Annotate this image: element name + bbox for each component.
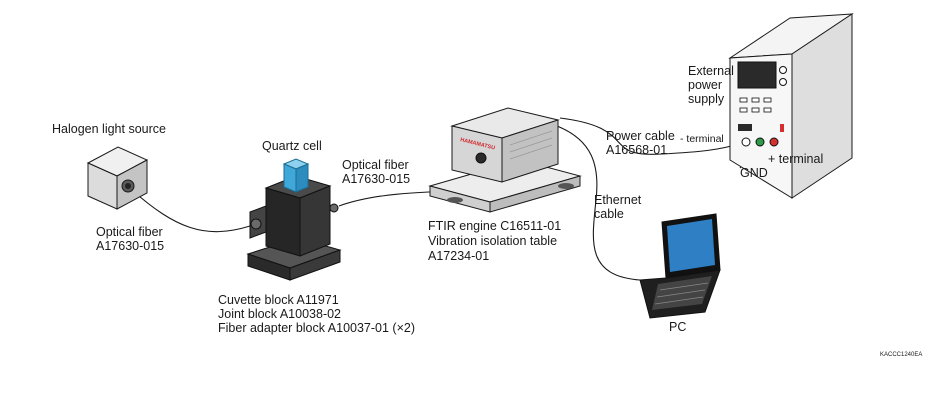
fiber-mid-label-line1: Optical fiber xyxy=(342,158,409,172)
ftir-label-line2: Vibration isolation table xyxy=(428,234,557,248)
power-supply-label-line1: External xyxy=(688,64,734,78)
cuvette-label-line1: Cuvette block A11971 xyxy=(218,293,339,307)
power-cable-line xyxy=(559,117,743,155)
gnd-label: GND xyxy=(740,166,768,180)
ethernet-label-line1: Ethernet xyxy=(594,193,642,207)
figure-code: KACCC1240EA xyxy=(880,352,922,358)
fiber-left-label-line2: A17630-015 xyxy=(96,239,164,253)
optical-fiber-cable-left xyxy=(131,189,251,233)
ftir-label-line3: A17234-01 xyxy=(428,249,489,263)
fiber-left-label-line1: Optical fiber xyxy=(96,225,163,239)
cuvette-label-line2: Joint block A10038-02 xyxy=(218,307,341,321)
cuvette-label-line3: Fiber adapter block A10037-01 (×2) xyxy=(218,321,415,335)
fiber-mid-label-line2: A17630-015 xyxy=(342,172,410,186)
halogen-light-source-device xyxy=(86,146,149,210)
power-supply-label-line3: supply xyxy=(688,92,725,106)
minus-terminal-label: - terminal xyxy=(680,133,724,145)
plus-terminal-label: + terminal xyxy=(768,152,823,166)
power-supply-label-line2: power xyxy=(688,78,722,92)
quartz-cell-device xyxy=(282,158,310,193)
quartz-label: Quartz cell xyxy=(262,139,322,153)
ftir-label-line1: FTIR engine C16511-01 xyxy=(428,219,561,233)
ftir-engine-device xyxy=(428,107,582,213)
pc-laptop-device xyxy=(639,213,721,319)
power-cable-label-line1: Power cable xyxy=(606,129,675,143)
power-supply-device xyxy=(728,13,854,199)
cuvette-block-device xyxy=(246,175,342,281)
ethernet-cable xyxy=(556,125,641,281)
pc-label: PC xyxy=(669,320,686,334)
ethernet-label-line2: cable xyxy=(594,207,624,221)
power-cable-label-line2: A16568-01 xyxy=(606,143,667,157)
halogen-label: Halogen light source xyxy=(52,122,166,136)
